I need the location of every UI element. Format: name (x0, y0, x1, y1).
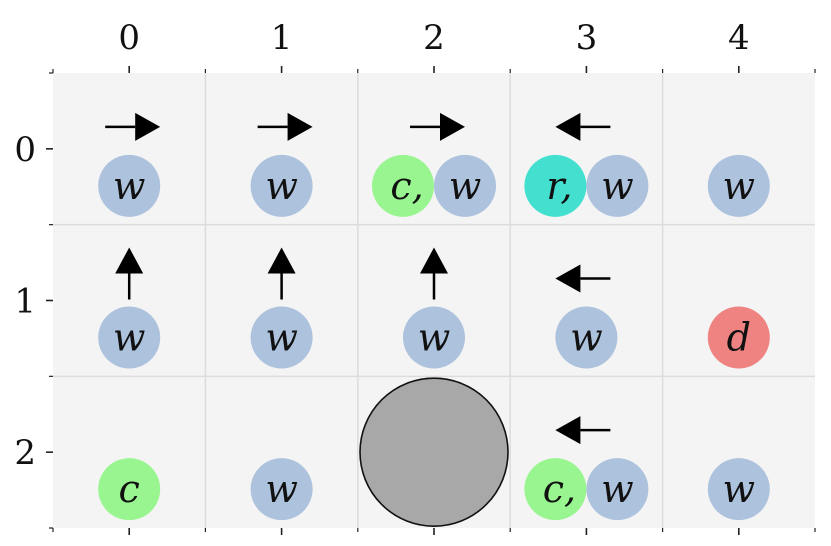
arrow-head (555, 112, 581, 141)
x-tick-label: 2 (423, 18, 445, 58)
grid-cell: c (98, 458, 161, 521)
grid-cell: c, w (372, 154, 496, 217)
grid-cell: w (98, 306, 161, 369)
x-tick-label: 4 (728, 18, 750, 58)
arrow-head (135, 112, 161, 141)
grid-cell: w (98, 154, 161, 217)
grid-cells: w w c, w r, w w w w w w d c w c, w w (98, 112, 770, 527)
grid-cell: w (707, 154, 770, 217)
token-r-circle (524, 154, 587, 217)
arrow-head (440, 112, 465, 141)
arrow-right-icon (410, 112, 465, 141)
token-w-circle (707, 458, 770, 521)
arrow-left-icon (555, 416, 611, 445)
x-tick-label: 0 (118, 18, 140, 58)
x-tick-label: 1 (271, 18, 293, 58)
token-c-circle (98, 458, 161, 521)
token-w-label: w (265, 316, 298, 360)
arrow-up-icon (267, 247, 296, 300)
token-d-label: d (727, 316, 751, 360)
token-w-label: w (418, 316, 451, 360)
grid-cell: w (250, 458, 313, 521)
grid-cell: w (555, 306, 618, 369)
token-w-circle (250, 306, 313, 369)
y-tick-label: 0 (14, 130, 36, 170)
token-w-label: w (601, 164, 634, 208)
grid-cell: r, w (524, 154, 649, 217)
token-w-circle (250, 154, 313, 217)
arrow-right-icon (105, 112, 161, 141)
arrow-head (555, 416, 581, 445)
token-r-label: r, (546, 164, 572, 208)
arrow-up-icon (420, 247, 448, 300)
arrow-left-icon (555, 112, 611, 141)
token-c-circle (372, 154, 434, 217)
y-tick-label: 1 (14, 282, 36, 322)
token-w-label: w (265, 164, 298, 208)
token-w-label: w (601, 467, 634, 511)
token-w-label: w (723, 467, 756, 511)
token-w-circle (586, 458, 649, 521)
token-w-label: w (723, 164, 756, 208)
grid-cell: d (707, 306, 770, 369)
x-tick-label: 3 (576, 18, 598, 58)
grid-cell: w (403, 306, 465, 369)
token-c-label: c (119, 467, 140, 511)
arrow-head (267, 247, 296, 274)
grid-cell: w (250, 306, 313, 369)
token-w-circle (434, 154, 496, 217)
grid-cell: w (250, 154, 313, 217)
token-w-circle (555, 306, 618, 369)
token-w-circle (250, 458, 313, 521)
arrow-up-icon (115, 247, 144, 300)
token-w-circle (403, 306, 465, 369)
arrow-head (287, 112, 313, 141)
arrow-head (420, 247, 448, 274)
token-w-circle (98, 154, 161, 217)
token-w-circle (707, 154, 770, 217)
grid-cell (359, 377, 509, 527)
token-w-label: w (113, 164, 146, 208)
axes: 0 1 2 3 4 0 1 2 (14, 18, 816, 535)
token-w-label: w (113, 316, 146, 360)
y-tick-label: 2 (14, 433, 36, 473)
grid-cell: w (707, 458, 770, 521)
token-w-label: w (449, 164, 482, 208)
token-c-label: c, (543, 467, 576, 511)
arrow-right-icon (257, 112, 313, 141)
token-c-label: c, (390, 164, 423, 208)
token-w-label: w (265, 467, 298, 511)
obstacle-circle (359, 377, 509, 527)
token-w-circle (98, 306, 161, 369)
arrow-left-icon (555, 264, 611, 293)
arrow-head (555, 264, 581, 293)
arrow-head (115, 247, 144, 274)
token-w-label: w (570, 316, 603, 360)
token-c-circle (524, 458, 587, 521)
token-w-circle (586, 154, 649, 217)
token-d-circle (707, 306, 770, 369)
grid-cell: c, w (524, 458, 649, 521)
